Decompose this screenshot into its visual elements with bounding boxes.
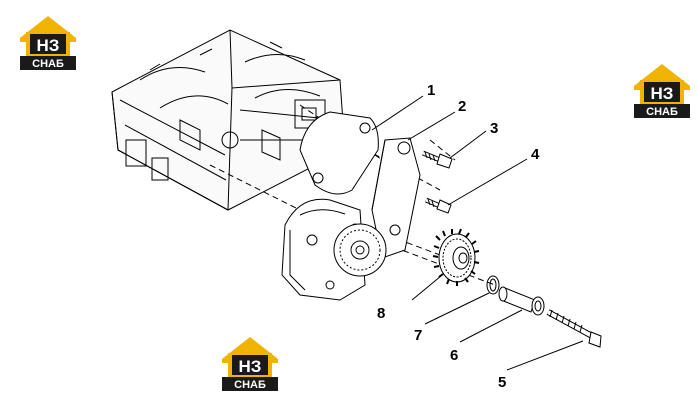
mounting-bracket — [371, 137, 421, 259]
o-ring-part-7 — [486, 275, 500, 295]
pump-gear — [333, 223, 387, 277]
logo-mark: НЗ СНАБ — [222, 337, 278, 391]
engine-block — [111, 29, 346, 211]
logo-top-text: НЗ — [239, 357, 262, 376]
gear-part-8 — [432, 228, 480, 286]
logo-bottom-text: СНАБ — [234, 379, 266, 391]
callout-8: 8 — [377, 305, 385, 322]
logo-bottom-text: СНАБ — [646, 106, 678, 118]
logo-top-text: НЗ — [651, 84, 674, 103]
shaft-part-6 — [498, 286, 545, 316]
leader-lines — [371, 95, 584, 371]
logo-top-text: НЗ — [37, 36, 60, 55]
callout-3: 3 — [490, 120, 498, 137]
bolt-part-5 — [546, 309, 602, 348]
pump-housing — [281, 198, 366, 301]
logo-bottom-text: СНАБ — [32, 58, 64, 70]
callout-5: 5 — [498, 374, 506, 391]
logo-mark: НЗ СНАБ — [20, 16, 76, 70]
callout-2: 2 — [458, 98, 466, 115]
brand-logo-right: НЗ СНАБ — [630, 60, 694, 122]
bolt-part-3 — [422, 150, 453, 169]
logo-mark: НЗ СНАБ — [634, 64, 690, 118]
brand-logo-top-left: НЗ СНАБ — [16, 12, 80, 74]
callout-1: 1 — [427, 82, 435, 99]
callout-4: 4 — [531, 146, 540, 163]
gasket — [299, 111, 379, 195]
callout-6: 6 — [450, 347, 458, 364]
brand-logo-bottom: НЗ СНАБ — [218, 333, 282, 395]
callout-7: 7 — [414, 327, 422, 344]
bolt-part-4 — [425, 197, 452, 214]
